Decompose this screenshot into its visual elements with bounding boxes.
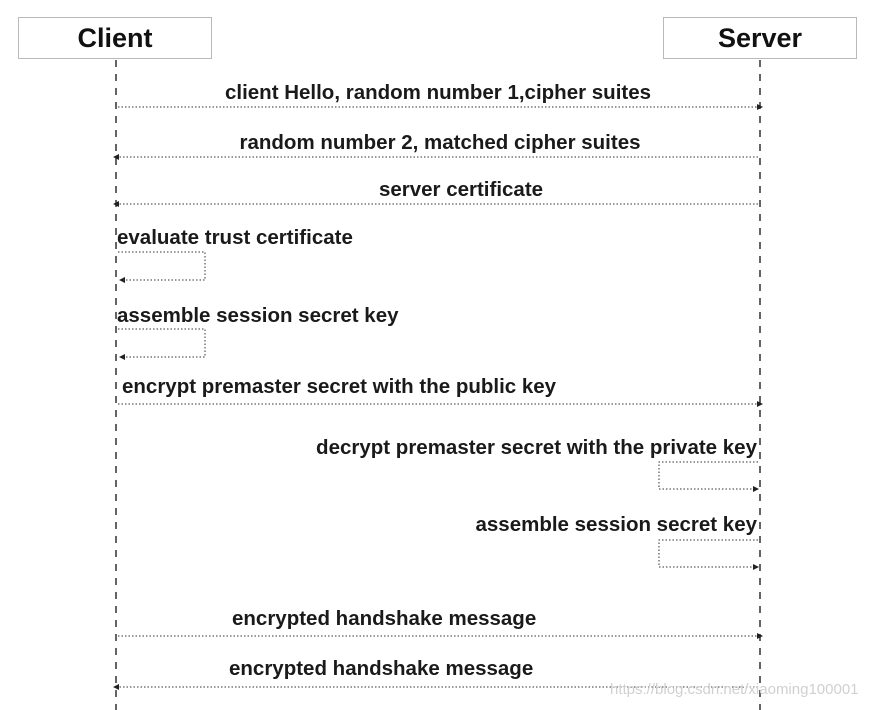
self-call-arrow-7	[658, 461, 759, 492]
message-label-4: evaluate trust certificate	[117, 226, 353, 249]
message-label-6: encrypt premaster secret with the public…	[122, 375, 557, 398]
client-participant: Client	[18, 17, 212, 59]
message-label-8: assemble session secret key	[475, 513, 758, 536]
message-label-7: decrypt premaster secret with the privat…	[316, 436, 757, 459]
message-label-3: server certificate	[378, 178, 544, 201]
self-call-arrow-8	[658, 539, 759, 570]
message-label-10: encrypted handshake message	[229, 657, 534, 680]
self-call-arrow-5	[118, 328, 206, 360]
message-label-2: random number 2, matched cipher suites	[239, 131, 641, 154]
self-call-arrow-4	[118, 251, 206, 283]
message-label-5: assemble session secret key	[117, 304, 399, 327]
message-label-1: client Hello, random number 1,cipher sui…	[224, 81, 652, 104]
message-label-9: encrypted handshake message	[232, 607, 537, 630]
server-participant: Server	[663, 17, 857, 59]
watermark-text: https://blog.csdn.net/xiaoming100001	[610, 681, 859, 698]
